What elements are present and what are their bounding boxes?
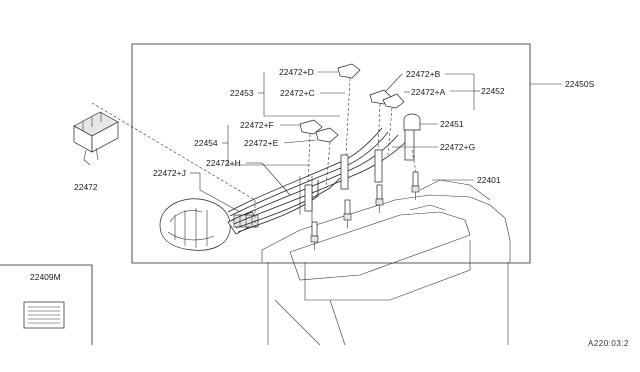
label-22472A: 22472+A (411, 87, 446, 97)
label-22451: 22451 (440, 119, 464, 129)
ignition-wire-bundle (227, 127, 411, 233)
label-22452: 22452 (481, 86, 505, 96)
label-leader-lines (190, 71, 562, 213)
label-22472J: 22472+J (153, 168, 186, 178)
assembly-frame (131, 43, 531, 264)
spark-plug-2 (343, 199, 352, 228)
part-labels: 22450S 22472+D 22472+B 22453 22472+C 224… (30, 67, 629, 348)
label-22409M: 22409M (30, 272, 61, 282)
label-22472F: 22472+F (240, 120, 274, 130)
diagram-code: A220:03:2 (588, 339, 629, 348)
clip-22472-detail (73, 111, 119, 166)
spark-plug-3 (375, 184, 384, 213)
label-22401: 22401 (477, 175, 501, 185)
wire-clips (299, 63, 405, 143)
dashed-leaders (91, 77, 417, 230)
label-22450S: 22450S (565, 79, 595, 89)
label-22472D: 22472+D (279, 67, 314, 77)
label-22472G: 22472+G (440, 142, 475, 152)
label-22472C: 22472+C (280, 88, 315, 98)
spark-plug-boots (304, 113, 421, 212)
cable-clamp-22472J (233, 214, 259, 228)
spark-plug-4 (411, 171, 420, 200)
label-22454: 22454 (194, 138, 218, 148)
label-22453: 22453 (230, 88, 254, 98)
label-22472B: 22472+B (406, 69, 441, 79)
spark-plugs (310, 171, 420, 250)
label-22472: 22472 (74, 182, 98, 192)
spark-plug-1 (310, 221, 319, 250)
label-22472E: 22472+E (244, 138, 279, 148)
engine-block (261, 179, 511, 346)
label-box-22409M-frame (0, 264, 93, 345)
label-22472H: 22472+H (206, 158, 241, 168)
